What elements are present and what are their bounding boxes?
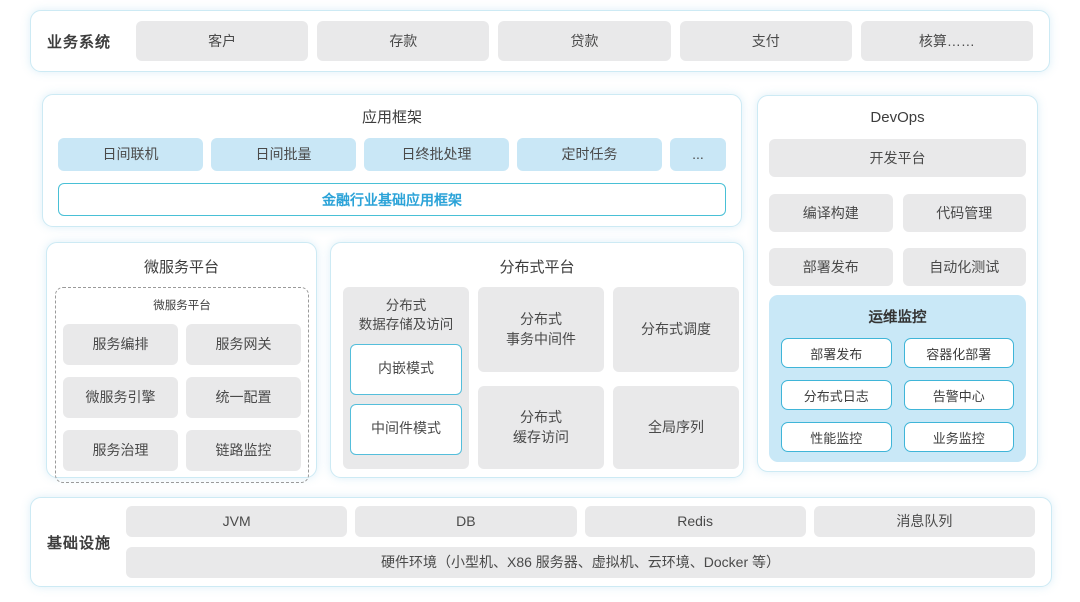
devops-block-deploy: 部署发布	[769, 248, 893, 286]
microservice-inner-title: 微服务平台	[153, 300, 211, 312]
embedded-mode-block: 内嵌模式	[350, 343, 462, 395]
microservice-block-tracing: 链路监控	[186, 430, 301, 471]
devops-panel: DevOps 开发平台 编译构建 代码管理 部署发布 自动化测试 运维监控 部署…	[757, 95, 1038, 472]
distributed-storage-label: 分布式 数据存储及访问	[358, 298, 454, 332]
distributed-transaction-block: 分布式 事务中间件	[478, 287, 604, 372]
devops-block-build: 编译构建	[769, 194, 893, 232]
financial-base-framework-block: 金融行业基础应用框架	[58, 183, 726, 216]
dev-platform-block: 开发平台	[769, 139, 1026, 177]
microservice-platform-title: 微服务平台	[143, 259, 219, 276]
ops-monitoring-box: 运维监控 部署发布 容器化部署 分布式日志 告警中心 性能监控 业务监控	[769, 295, 1026, 462]
ops-block-perf-monitor: 性能监控	[781, 422, 892, 452]
microservice-block-config: 统一配置	[186, 377, 301, 418]
app-fw-block-more: ...	[670, 138, 726, 171]
business-block-payment: 支付	[679, 21, 852, 61]
distributed-scheduling-block: 分布式调度	[613, 287, 739, 372]
microservice-blocks: 服务编排 服务网关 微服务引擎 统一配置 服务治理 链路监控	[63, 324, 301, 471]
distributed-blocks: 分布式 数据存储及访问 内嵌模式 中间件模式 分布式 事务中间件 分布式调度 分…	[343, 287, 743, 469]
infra-block-jvm: JVM	[126, 506, 348, 537]
microservice-platform-panel: 微服务平台 微服务平台 服务编排 服务网关 微服务引擎 统一配置 服务治理 链路…	[46, 242, 317, 483]
ops-block-distributed-log: 分布式日志	[781, 380, 892, 410]
microservice-block-governance: 服务治理	[63, 430, 178, 471]
ops-block-biz-monitor: 业务监控	[903, 422, 1014, 452]
app-fw-block-daytime-online: 日间联机	[58, 138, 203, 171]
infrastructure-label: 基础设施	[47, 534, 112, 552]
infra-block-db: DB	[355, 506, 577, 537]
ops-block-deploy-release: 部署发布	[781, 338, 892, 368]
devops-block-auto-test: 自动化测试	[902, 248, 1026, 286]
ops-block-alert-center: 告警中心	[903, 380, 1014, 410]
app-framework-panel: 应用框架 日间联机 日间批量 日终批处理 定时任务 ... 金融行业基础应用框架	[42, 94, 742, 227]
devops-blocks: 编译构建 代码管理 部署发布 自动化测试	[769, 194, 1026, 286]
microservice-block-orchestration: 服务编排	[63, 324, 178, 365]
infra-block-mq: 消息队列	[813, 506, 1036, 537]
infrastructure-blocks: JVM DB Redis 消息队列 硬件环境（小型机、X86 服务器、虚拟机、云…	[126, 506, 1036, 578]
hardware-environment-block: 硬件环境（小型机、X86 服务器、虚拟机、云环境、Docker 等）	[126, 547, 1035, 578]
microservice-inner-box: 微服务平台 服务编排 服务网关 微服务引擎 统一配置 服务治理 链路监控	[55, 287, 309, 483]
infrastructure-panel: 基础设施 JVM DB Redis 消息队列 硬件环境（小型机、X86 服务器、…	[30, 497, 1052, 587]
business-block-deposit: 存款	[317, 21, 490, 61]
app-fw-block-eod-batch: 日终批处理	[364, 138, 509, 171]
app-fw-block-daytime-batch: 日间批量	[211, 138, 356, 171]
distributed-platform-title: 分布式平台	[499, 259, 575, 276]
business-systems-label: 业务系统	[47, 33, 112, 51]
distributed-storage-cell: 分布式 数据存储及访问 内嵌模式 中间件模式	[343, 287, 469, 469]
business-block-loan: 贷款	[498, 21, 671, 61]
app-framework-blocks: 日间联机 日间批量 日终批处理 定时任务 ...	[58, 138, 726, 171]
ops-monitoring-title: 运维监控	[868, 310, 927, 326]
ops-block-container-deploy: 容器化部署	[903, 338, 1014, 368]
distributed-platform-panel: 分布式平台 分布式 数据存储及访问 内嵌模式 中间件模式 分布式 事务中间件 分…	[330, 242, 744, 478]
ops-monitoring-blocks: 部署发布 容器化部署 分布式日志 告警中心 性能监控 业务监控	[781, 338, 1014, 452]
app-fw-block-scheduled-task: 定时任务	[517, 138, 662, 171]
distributed-cache-block: 分布式 缓存访问	[478, 386, 604, 469]
microservice-block-gateway: 服务网关	[186, 324, 301, 365]
microservice-block-engine: 微服务引擎	[63, 377, 178, 418]
infra-block-redis: Redis	[584, 506, 806, 537]
business-block-accounting: 核算……	[860, 21, 1034, 61]
global-sequence-block: 全局序列	[613, 386, 739, 469]
app-framework-title: 应用框架	[361, 109, 422, 126]
infrastructure-row: JVM DB Redis 消息队列	[126, 506, 1036, 537]
business-block-customer: 客户	[136, 21, 309, 61]
middleware-mode-block: 中间件模式	[350, 403, 462, 455]
devops-title: DevOps	[870, 109, 925, 126]
business-systems-panel: 业务系统 客户 存款 贷款 支付 核算……	[30, 10, 1050, 72]
devops-block-code-mgmt: 代码管理	[902, 194, 1026, 232]
